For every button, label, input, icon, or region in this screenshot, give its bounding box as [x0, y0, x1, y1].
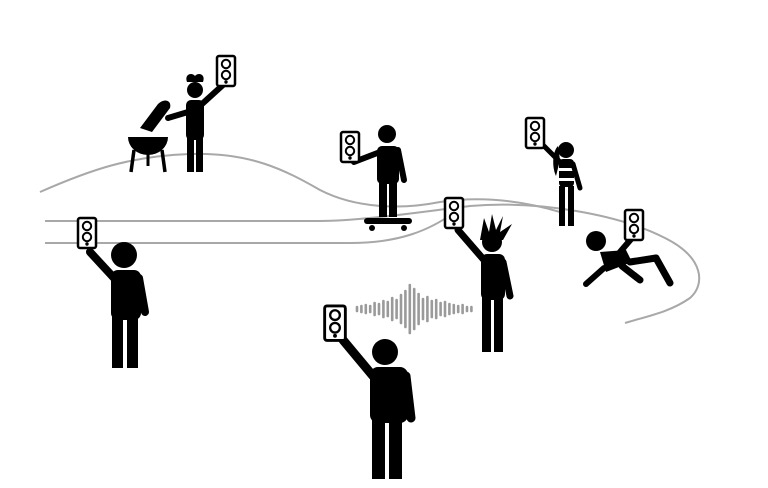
- phone-icon: [524, 116, 546, 150]
- punk: [443, 196, 514, 352]
- phone-icon: [215, 54, 237, 88]
- hill-line: [39, 152, 561, 213]
- phone-icon: [623, 208, 645, 242]
- left-person: [76, 216, 149, 368]
- phone-icon: [443, 196, 465, 230]
- bbq-grill-icon: [128, 100, 171, 173]
- bikini-icon: [558, 168, 575, 181]
- center-person: [323, 304, 416, 479]
- skateboard-icon: [364, 218, 412, 231]
- phone-icon: [323, 304, 347, 342]
- phone-icon: [76, 216, 98, 250]
- chef-person-icon: [165, 74, 227, 172]
- griller: [128, 54, 237, 173]
- lounger: [583, 208, 674, 287]
- path-line-upper: [45, 203, 701, 324]
- skateboarder: [339, 125, 412, 231]
- phone-icon: [339, 130, 361, 164]
- swimmer: [524, 116, 583, 226]
- sound-wave-icon: [355, 283, 473, 335]
